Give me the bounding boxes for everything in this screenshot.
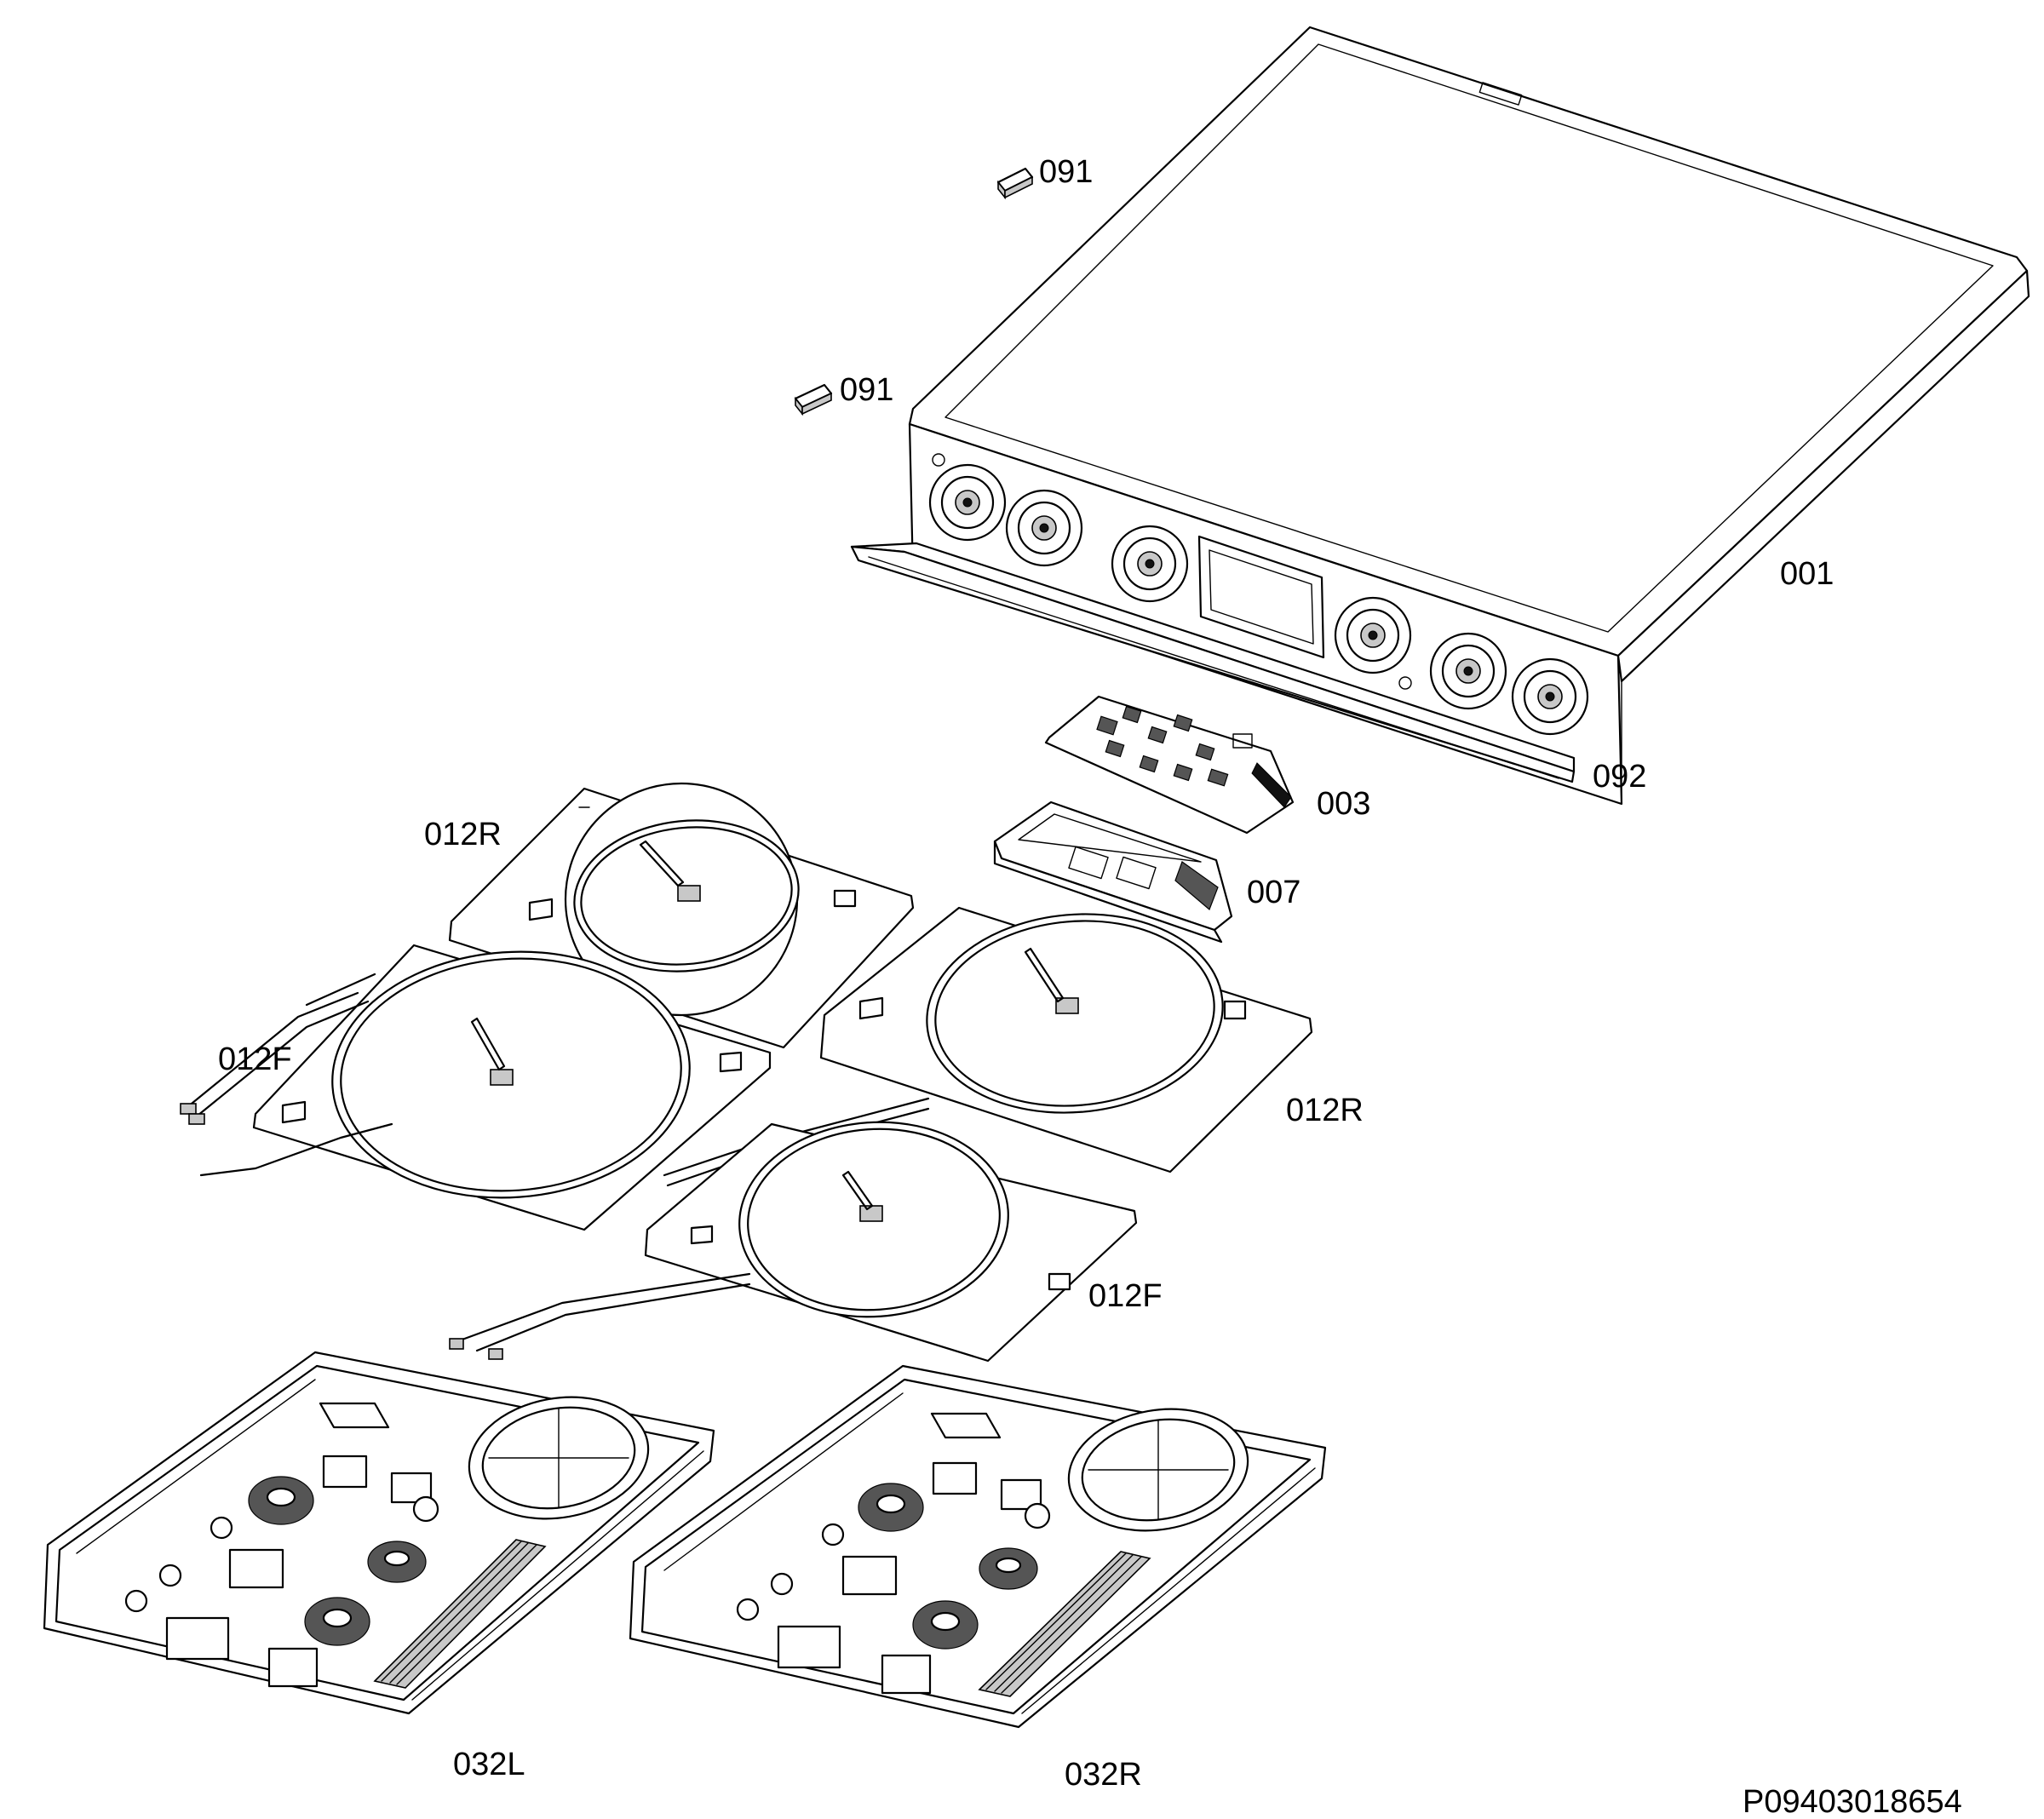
part-012R-hotplate-upper[interactable] — [448, 782, 915, 1049]
label-012R-right: 012R — [1286, 1093, 1364, 1128]
label-012R-upper: 012R — [424, 817, 502, 852]
part-012F-hotplate-lower[interactable] — [449, 1113, 1138, 1363]
control-knob-6-icon — [1511, 657, 1589, 736]
part-091-clip-lower[interactable] — [794, 383, 833, 416]
part-003-control-board[interactable] — [1044, 695, 1295, 835]
control-knob-4-icon — [1334, 596, 1412, 674]
part-001-hob-top[interactable] — [908, 26, 2030, 806]
label-091-lower: 091 — [840, 372, 893, 408]
label-003: 003 — [1317, 786, 1370, 822]
control-knob-1-icon — [928, 463, 1007, 542]
label-012F-upper: 012F — [218, 1041, 292, 1077]
label-092: 092 — [1593, 759, 1646, 795]
label-032L: 032L — [453, 1747, 525, 1782]
label-001: 001 — [1780, 556, 1834, 592]
control-knob-5-icon — [1429, 632, 1507, 710]
display-window-icon — [1197, 535, 1325, 659]
control-knob-3-icon — [1111, 525, 1189, 603]
part-012F-hotplate-upper[interactable] — [180, 940, 772, 1231]
label-091-upper: 091 — [1039, 154, 1093, 190]
part-012R-hotplate-right[interactable] — [663, 902, 1313, 1187]
part-091-clip-upper[interactable] — [996, 167, 1034, 200]
part-032R-power-board[interactable] — [629, 1364, 1327, 1729]
part-007-board-housing[interactable] — [993, 800, 1233, 944]
part-092-trim-strip[interactable] — [850, 542, 1576, 783]
label-012F-lower: 012F — [1088, 1278, 1163, 1314]
drawing-number: P09403018654 — [1743, 1784, 1962, 1819]
label-007: 007 — [1247, 875, 1300, 910]
part-032L-power-board[interactable] — [43, 1351, 715, 1715]
control-knob-2-icon — [1005, 489, 1083, 567]
label-032R: 032R — [1065, 1757, 1142, 1793]
